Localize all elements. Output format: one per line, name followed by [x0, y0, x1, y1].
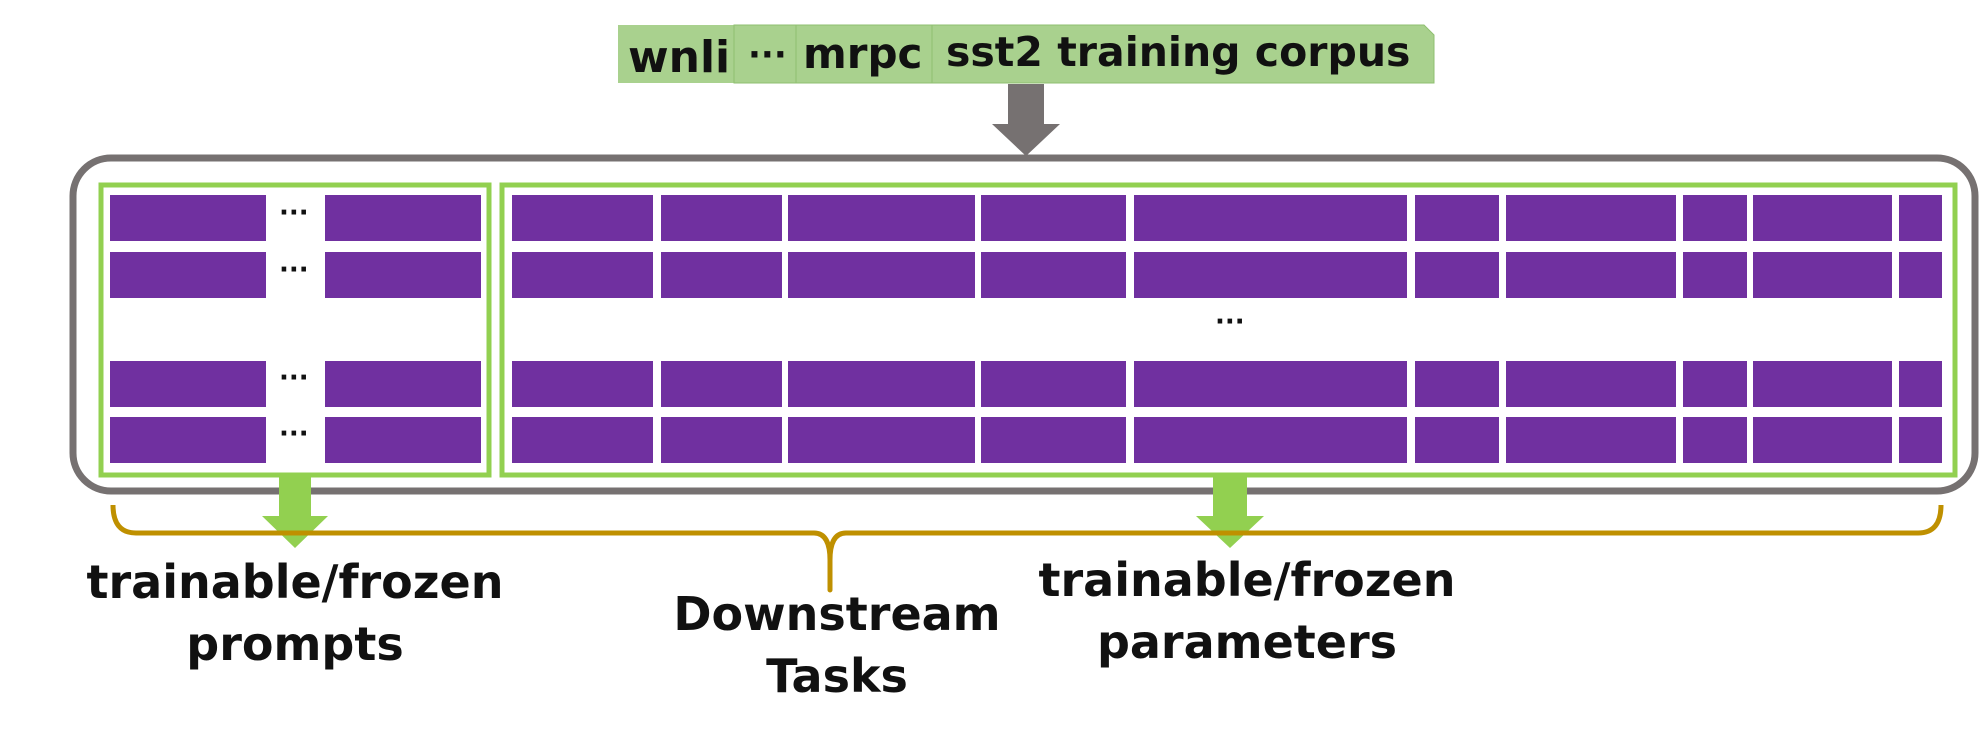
- parameter-cell-r4-c5: [1134, 417, 1407, 463]
- parameter-cell-r3-c3: [788, 361, 975, 407]
- parameter-cell-r3-c4: [981, 361, 1126, 407]
- parameter-cell-r2-c6: [1415, 252, 1499, 298]
- parameter-cell-r1-c7: [1506, 195, 1676, 241]
- input-arrow: [992, 84, 1060, 156]
- parameter-cell-r2-c1: [512, 252, 653, 298]
- downstream-label-line2: Tasks: [766, 649, 908, 703]
- parameters-output-arrow: [1196, 476, 1264, 548]
- prompt-cell-r4-c1: [110, 417, 266, 463]
- parameter-cell-r2-c3: [788, 252, 975, 298]
- prompt-row-ellipsis: ···: [279, 419, 309, 449]
- prompt-block: ··· ··· ··· ···: [98, 182, 492, 478]
- parameter-cell-r2-c4: [981, 252, 1126, 298]
- prompt-cell-r1-c1: [110, 195, 266, 241]
- training-corpus-stack: wnli ··· mrpc sst2 training corpus: [618, 24, 1435, 84]
- downstream-label-line1: Downstream: [673, 587, 1000, 641]
- prompt-row-ellipsis: ···: [279, 363, 309, 393]
- corpus-tab-wnli: [618, 25, 738, 83]
- prompt-row-ellipsis: ···: [279, 255, 309, 285]
- parameter-cell-r1-c9: [1753, 195, 1892, 241]
- parameter-cell-r4-c6: [1415, 417, 1499, 463]
- parameter-cell-r3-c9: [1753, 361, 1892, 407]
- prompt-cells: [110, 195, 481, 463]
- parameter-cell-r4-c9: [1753, 417, 1892, 463]
- corpus-label-ellipsis: ···: [748, 35, 787, 75]
- parameter-cell-r2-c7: [1506, 252, 1676, 298]
- parameter-row-ellipsis: ···: [1215, 307, 1245, 337]
- prompts-label-line2: prompts: [186, 617, 403, 671]
- prompt-cell-r1-c2: [325, 195, 481, 241]
- parameter-cell-r1-c4: [981, 195, 1126, 241]
- corpus-label-sst2: sst2 training corpus: [946, 28, 1410, 76]
- prompts-label-line1: trainable/frozen: [87, 555, 504, 609]
- parameter-cell-r4-c8: [1683, 417, 1747, 463]
- model-container: [69, 154, 1979, 495]
- corpus-label-wnli: wnli: [628, 32, 730, 83]
- parameter-cells: [512, 195, 1942, 463]
- parameter-cell-r4-c4: [981, 417, 1126, 463]
- parameter-cell-r4-c3: [788, 417, 975, 463]
- parameter-cell-r2-c8: [1683, 252, 1747, 298]
- parameter-cell-r1-c10: [1899, 195, 1942, 241]
- parameter-cell-r1-c1: [512, 195, 653, 241]
- parameters-label-line2: parameters: [1097, 615, 1397, 669]
- parameter-cell-r3-c1: [512, 361, 653, 407]
- parameter-cell-r1-c3: [788, 195, 975, 241]
- corpus-tab-sst2: [931, 24, 1435, 84]
- parameter-cell-r4-c7: [1506, 417, 1676, 463]
- parameter-block-frame: [499, 182, 1958, 478]
- corpus-tab-ellipsis: [733, 24, 803, 84]
- prompt-cell-r2-c2: [325, 252, 481, 298]
- corpus-tab-mrpc: [795, 24, 935, 84]
- parameter-cell-r1-c2: [661, 195, 782, 241]
- downstream-brace: [110, 504, 1944, 593]
- parameter-cell-r3-c6: [1415, 361, 1499, 407]
- parameter-cell-r3-c8: [1683, 361, 1747, 407]
- parameter-cell-r1-c6: [1415, 195, 1499, 241]
- parameter-cell-r3-c10: [1899, 361, 1942, 407]
- prompt-cell-r3-c1: [110, 361, 266, 407]
- parameters-label-line1: trainable/frozen: [1039, 553, 1456, 607]
- parameter-cell-r4-c10: [1899, 417, 1942, 463]
- parameter-cell-r2-c9: [1753, 252, 1892, 298]
- prompt-row-ellipsis: ···: [279, 198, 309, 228]
- parameter-cell-r3-c2: [661, 361, 782, 407]
- parameter-cell-r2-c10: [1899, 252, 1942, 298]
- parameter-cell-r2-c2: [661, 252, 782, 298]
- parameter-cell-r3-c7: [1506, 361, 1676, 407]
- parameter-cell-r3-c5: [1134, 361, 1407, 407]
- prompts-output-arrow: [262, 476, 328, 548]
- prompt-cell-r4-c2: [325, 417, 481, 463]
- parameter-cell-r2-c5: [1134, 252, 1407, 298]
- prompt-cell-r2-c1: [110, 252, 266, 298]
- parameter-block: ···: [499, 182, 1958, 478]
- parameter-cell-r4-c2: [661, 417, 782, 463]
- prompt-cell-r3-c2: [325, 361, 481, 407]
- corpus-label-mrpc: mrpc: [803, 29, 922, 78]
- prompt-block-frame: [98, 182, 492, 478]
- parameter-cell-r4-c1: [512, 417, 653, 463]
- parameter-cell-r1-c5: [1134, 195, 1407, 241]
- parameter-cell-r1-c8: [1683, 195, 1747, 241]
